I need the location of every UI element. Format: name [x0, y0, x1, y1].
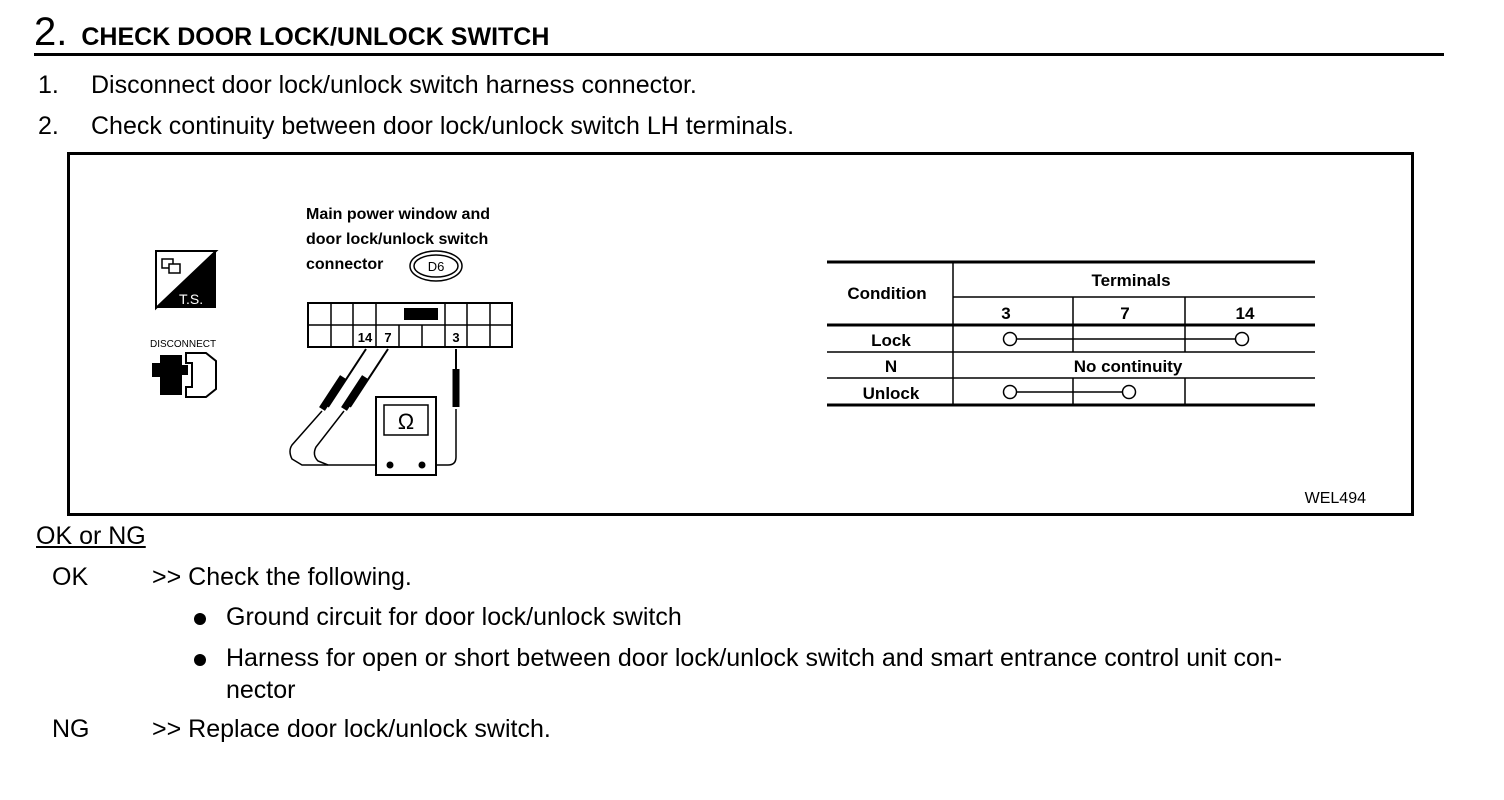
connector-label-line-2: door lock/unlock switch: [306, 231, 488, 248]
disconnect-icon: DISCONNECT: [150, 339, 217, 398]
connector-diagram: [307, 302, 513, 348]
disconnect-label: DISCONNECT: [150, 339, 216, 350]
ok-code: OK: [52, 563, 89, 591]
bullet-text: Harness for open or short between door l…: [226, 644, 1283, 672]
connector-id: D6: [428, 259, 445, 274]
test-probes: [289, 348, 460, 466]
ts-label: T.S.: [179, 291, 203, 307]
step-number: 2.: [34, 10, 68, 54]
bullet-dot: [194, 613, 206, 625]
step-1: 1. Disconnect door lock/unlock switch har…: [38, 70, 697, 100]
step-2-number: 2.: [38, 112, 59, 140]
terminals-header: Terminals: [1091, 271, 1170, 290]
ok-text: >> Check the following.: [152, 563, 412, 591]
ohmmeter: Ω: [375, 396, 437, 476]
row-lock-condition: Lock: [871, 331, 911, 350]
terminal-14-header: 14: [1236, 304, 1255, 323]
step-2-text: Check continuity between door lock/unloc…: [91, 112, 795, 140]
ok-or-ng-title: OK or NG: [36, 522, 146, 550]
pin-3-label: 3: [452, 330, 459, 345]
continuity-table: [827, 260, 1315, 407]
section-title: CHECK DOOR LOCK/UNLOCK SWITCH: [81, 23, 550, 51]
bullet-text: Ground circuit for door lock/unlock swit…: [226, 603, 682, 631]
lock-continuity-mark: [1002, 331, 1250, 347]
bullet-dot: [194, 654, 206, 666]
step-2: 2. Check continuity between door lock/unl…: [38, 111, 794, 141]
row-unlock-condition: Unlock: [863, 384, 920, 403]
terminal-7-header: 7: [1120, 304, 1129, 323]
step-1-number: 1.: [38, 71, 59, 99]
continuity-figure: T.S. DISCONNECT Main power window and do…: [67, 152, 1414, 516]
connector-label-line-3: connector: [306, 256, 383, 273]
ohm-symbol: Ω: [398, 409, 414, 434]
heading-rule: [34, 53, 1444, 56]
row-n-note: No continuity: [1074, 357, 1183, 376]
figure-svg: T.S. DISCONNECT Main power window and do…: [150, 206, 1366, 507]
connector-label-line-1: Main power window and: [306, 206, 490, 223]
pin-14-label: 14: [358, 330, 373, 345]
connector-label: Main power window and door lock/unlock s…: [306, 206, 490, 282]
bullet-text-continued: nector: [226, 676, 296, 704]
ts-icon: T.S.: [155, 250, 219, 311]
figure-id: WEL494: [1305, 490, 1366, 507]
pin-7-label: 7: [384, 330, 391, 345]
condition-header: Condition: [847, 284, 926, 303]
ng-code: NG: [52, 715, 90, 743]
unlock-continuity-mark: [1002, 384, 1137, 400]
section-heading: 2. CHECK DOOR LOCK/UNLOCK SWITCH: [34, 0, 549, 52]
step-1-text: Disconnect door lock/unlock switch harne…: [91, 71, 697, 99]
ng-text: >> Replace door lock/unlock switch.: [152, 715, 551, 743]
terminal-3-header: 3: [1001, 304, 1010, 323]
row-n-condition: N: [885, 357, 897, 376]
